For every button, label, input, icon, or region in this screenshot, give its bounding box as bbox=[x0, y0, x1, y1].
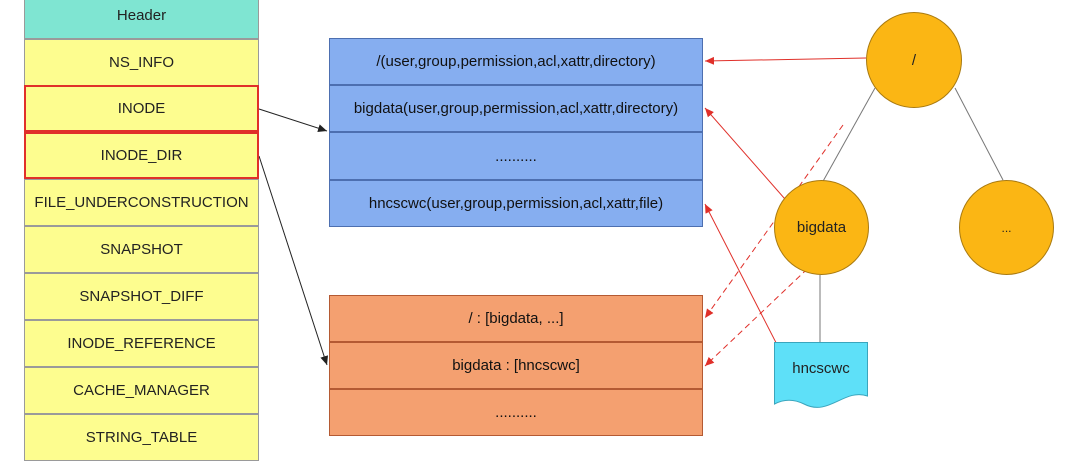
tree-node-other: ... bbox=[959, 180, 1054, 275]
inode-entry-ellipsis: .......... bbox=[329, 132, 703, 180]
inode-section-pointer bbox=[258, 108, 328, 133]
inode-entry-root: /(user,group,permission,acl,xattr,direct… bbox=[329, 38, 703, 85]
file-node-shape bbox=[774, 342, 868, 408]
inode-entry-hncscwc: hncscwc(user,group,permission,acl,xattr,… bbox=[329, 180, 703, 227]
bigdata-to-inode-dir-link bbox=[704, 254, 823, 367]
section-inode: INODE bbox=[24, 85, 259, 132]
inode-dir-section-pointer bbox=[258, 155, 329, 366]
section-ns-info: NS_INFO bbox=[24, 39, 259, 86]
tree-edge-root-other bbox=[954, 87, 1004, 181]
file-node-label: hncscwc bbox=[792, 359, 850, 377]
inode-dir-entry-bigdata: bigdata : [hncscwc] bbox=[329, 342, 703, 389]
section-inode-dir: INODE_DIR bbox=[24, 132, 259, 179]
tree-node-root: / bbox=[866, 12, 962, 108]
inode-dir-entry-ellipsis: .......... bbox=[329, 389, 703, 436]
section-file-underconstruction: FILE_UNDERCONSTRUCTION bbox=[24, 179, 259, 226]
section-snapshot-diff: SNAPSHOT_DIFF bbox=[24, 273, 259, 320]
inode-dir-entry-root: / : [bigdata, ...] bbox=[329, 295, 703, 342]
section-snapshot: SNAPSHOT bbox=[24, 226, 259, 273]
section-header: Header bbox=[24, 0, 259, 39]
section-cache-manager: CACHE_MANAGER bbox=[24, 367, 259, 414]
section-inode-reference: INODE_REFERENCE bbox=[24, 320, 259, 367]
tree-node-bigdata: bigdata bbox=[774, 180, 869, 275]
inode-entry-bigdata: bigdata(user,group,permission,acl,xattr,… bbox=[329, 85, 703, 132]
section-string-table: STRING_TABLE bbox=[24, 414, 259, 461]
root-to-inode-link bbox=[704, 56, 867, 65]
